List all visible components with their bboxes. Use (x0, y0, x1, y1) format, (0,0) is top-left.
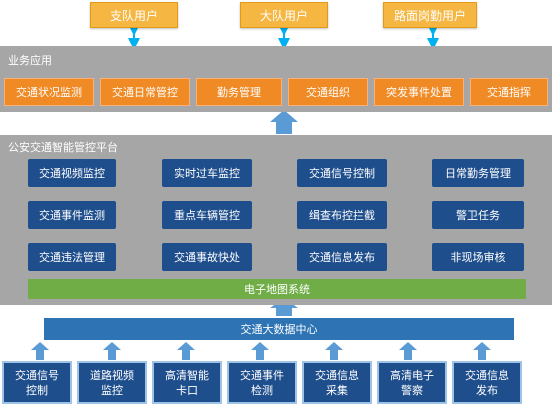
app-traffic-organization: 交通组织 (288, 78, 368, 106)
source-hd-e-police: 高清电子警察 (377, 361, 447, 404)
app-duty-management: 勤务管理 (196, 78, 282, 106)
module-guard-task: 警卫任务 (432, 201, 524, 229)
source-line2: 卡口 (176, 383, 198, 397)
up-arrow-source-2 (103, 342, 121, 360)
app-traffic-monitoring: 交通状况监测 (4, 78, 94, 106)
up-arrow-source-7 (473, 342, 491, 360)
source-line2: 监控 (101, 383, 123, 397)
module-key-vehicle: 重点车辆管控 (162, 201, 252, 229)
gis-bar: 电子地图系统 (28, 279, 526, 299)
module-event-detection: 交通事件监测 (28, 201, 116, 229)
up-arrow-source-6 (399, 342, 417, 360)
up-arrow-bigdata (270, 298, 298, 316)
platform-label: 公安交通智能管控平台 (8, 141, 118, 154)
source-road-video: 道路视频监控 (77, 361, 147, 404)
source-line1: 高清电子 (390, 368, 434, 382)
module-info-publishing: 交通信息发布 (297, 243, 387, 271)
module-interception: 缉查布控拦截 (297, 201, 387, 229)
source-line2: 采集 (326, 383, 348, 397)
source-hd-checkpoint: 高清智能卡口 (152, 361, 222, 404)
module-video-monitoring: 交通视频监控 (28, 159, 116, 187)
module-offsite-review: 非现场审核 (432, 243, 524, 271)
module-violation-management: 交通违法管理 (28, 243, 116, 271)
up-arrow-source-3 (177, 342, 195, 360)
up-arrow-source-1 (31, 342, 49, 360)
source-signal-control: 交通信号控制 (2, 361, 72, 404)
source-line1: 道路视频 (90, 368, 134, 382)
source-info-collection: 交通信息采集 (302, 361, 372, 404)
app-traffic-command: 交通指挥 (470, 78, 548, 106)
source-line2: 警察 (401, 383, 423, 397)
source-line1: 高清智能 (165, 368, 209, 382)
source-line1: 交通信号 (15, 368, 59, 382)
source-line2: 控制 (26, 383, 48, 397)
module-realtime-vehicle: 实时过车监控 (162, 159, 252, 187)
module-daily-duty: 日常勤务管理 (432, 159, 524, 187)
user-dadui: 大队用户 (240, 2, 328, 28)
source-line2: 发布 (476, 383, 498, 397)
business-label: 业务应用 (8, 54, 52, 67)
module-accident-handling: 交通事故快处 (162, 243, 252, 271)
source-info-publishing: 交通信息发布 (452, 361, 522, 404)
bigdata-bar: 交通大数据中心 (44, 318, 514, 340)
app-daily-control: 交通日常管控 (100, 78, 190, 106)
module-signal-control: 交通信号控制 (297, 159, 387, 187)
source-line1: 交通事件 (240, 368, 284, 382)
up-arrow-platform (270, 110, 298, 134)
app-emergency-handling: 突发事件处置 (374, 78, 464, 106)
source-line1: 交通信息 (315, 368, 359, 382)
source-line2: 检测 (251, 383, 273, 397)
up-arrow-source-5 (325, 342, 343, 360)
source-line1: 交通信息 (465, 368, 509, 382)
user-zhidui: 支队用户 (90, 2, 178, 28)
source-event-detection: 交通事件检测 (227, 361, 297, 404)
user-lumian: 路面岗勤用户 (383, 2, 477, 28)
up-arrow-source-4 (251, 342, 269, 360)
